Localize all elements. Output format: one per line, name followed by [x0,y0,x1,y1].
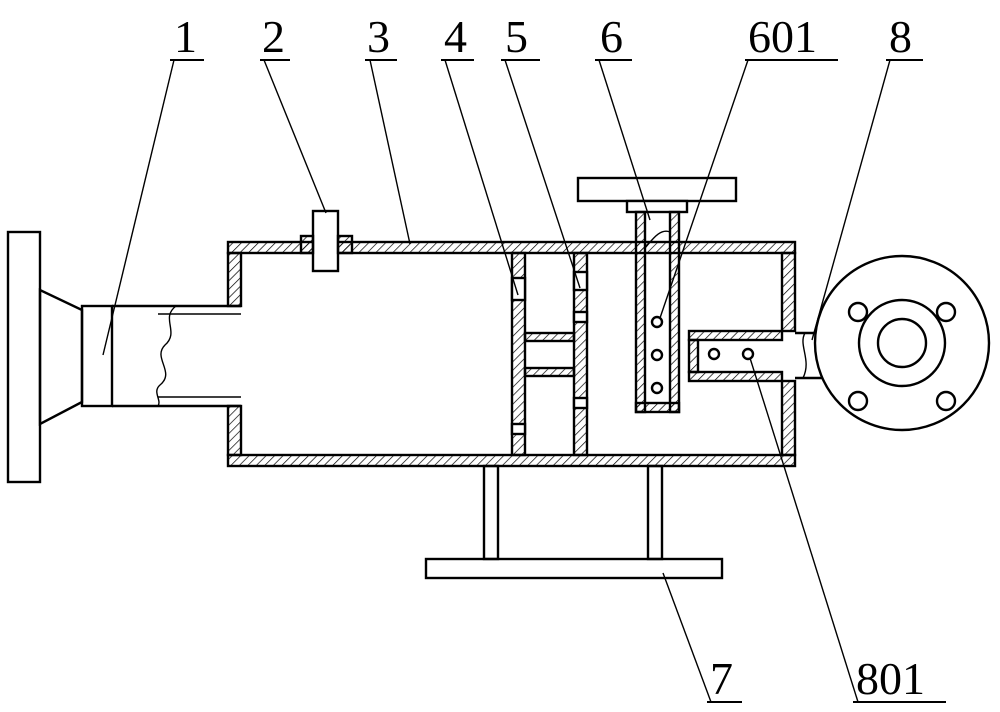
bolt-hole [847,390,869,412]
hole-801-b [741,347,755,361]
shell-right-wall-upper [780,251,797,333]
label-4: 4 [444,11,467,62]
leader-8 [811,59,891,341]
leader-2 [263,59,327,214]
top-flange-hub [625,199,689,214]
vertical-tube-left-wall [634,210,647,414]
shell-left-wall-upper [226,251,243,308]
label-6: 6 [600,11,623,62]
bolt-hole [847,301,869,323]
hole-801-a [707,347,721,361]
baffle-plate-5 [572,251,589,457]
bolt-hole [935,301,957,323]
leader-6 [598,59,651,221]
support-leg-right [646,464,664,561]
label-801: 801 [856,653,925,704]
hole-601-b [650,348,664,362]
vertical-distributor [576,176,738,414]
label-8: 8 [889,11,912,62]
baffle-connectors [523,331,576,378]
leader-601 [659,59,749,319]
leader-3 [369,59,411,245]
part-labels: 1 2 3 4 5 6 601 8 7 801 [174,11,925,704]
support-leg-left [482,464,500,561]
top-fitting [299,209,354,273]
top-fitting-boss-left [299,234,315,255]
leader-4 [444,59,519,296]
shell-left-wall-lower [226,404,243,457]
label-601: 601 [748,11,817,62]
leader-801 [749,357,859,703]
shell-right-wall-lower [780,379,797,457]
vertical-tube-break [644,230,671,249]
top-flange-plate [576,176,738,203]
leader-1 [102,59,175,356]
vertical-tube-right-wall [668,210,681,414]
shell-bottom-wall [226,453,797,468]
label-2: 2 [262,11,285,62]
top-fitting-boss-right [336,234,354,255]
label-underlines [170,59,946,703]
inlet-assembly [6,230,241,484]
inlet-pipe [112,304,241,408]
inlet-reducer-cone [38,288,84,426]
leader-5 [504,59,581,289]
bolt-hole [935,390,957,412]
hole-601-a [650,315,664,329]
outlet-assembly [687,254,991,432]
support-stand [424,464,724,580]
label-5: 5 [505,11,528,62]
outlet-pipe-top-wall [687,329,784,342]
support-base-plate [424,557,724,580]
outlet-pipe-end [687,338,700,374]
leader-7 [662,572,712,703]
label-7: 7 [710,653,733,704]
outlet-flange [813,254,991,432]
top-fitting-plug [311,209,340,273]
label-3: 3 [367,11,390,62]
label-1: 1 [174,11,197,62]
outlet-pipe-bottom-wall [687,370,784,383]
vertical-tube-bottom [634,401,681,414]
inlet-collar [80,304,114,408]
inlet-flange [6,230,42,484]
baffle-plate-4 [510,251,527,457]
leader-lines [102,59,891,703]
hole-601-c [650,381,664,395]
